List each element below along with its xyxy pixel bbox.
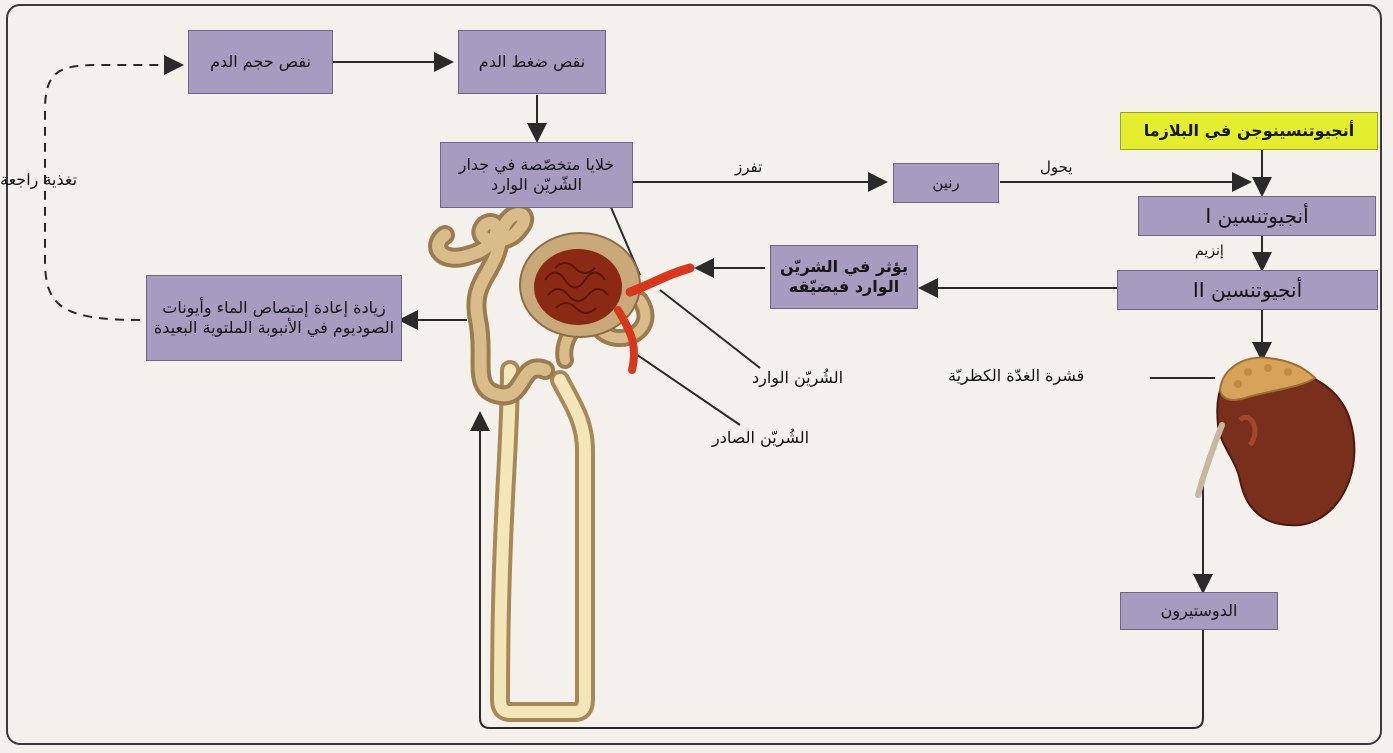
box-blood-pressure-drop: نقص ضغط الدم [458,30,606,94]
label-feedback: تغذية راجعة [0,170,77,189]
nephron-illustration [438,214,690,712]
label-enzyme: إنزيم [1195,243,1224,259]
box-specialized-cells: خلايا متخصّصة في جدار الشّريّن الوارد [440,142,633,208]
label-converts: يحول [1040,158,1073,176]
box-aldosterone: الدوستيرون [1120,592,1278,630]
label-adrenal-cortex: قشرة الغدّة الكظريّة [948,366,1084,385]
label-afferent-arteriole: الشُريّن الوارد [752,368,843,387]
box-angiotensin-2: أنجيوتنسين II [1117,270,1378,310]
label-secretes: تفرز [735,158,762,176]
box-angiotensin-1: أنجيوتنسين I [1138,196,1376,236]
box-blood-volume-drop: نقص حجم الدم [188,30,333,94]
box-reabsorption: زيادة إعادة إمتصاص الماء وأيونات الصوديو… [146,275,402,361]
arrows [45,62,1262,728]
box-renin: رنين [893,163,999,203]
box-constricts-afferent: يؤثر في الشريّن الوارد فيضيّقه [770,245,918,309]
box-angiotensinogen: أنجيوتنسينوجن في البلازما [1120,112,1378,150]
label-efferent-arteriole: الشُريّن الصادر [712,428,809,447]
pointer-efferent [630,350,740,425]
pointer-afferent [660,290,760,368]
